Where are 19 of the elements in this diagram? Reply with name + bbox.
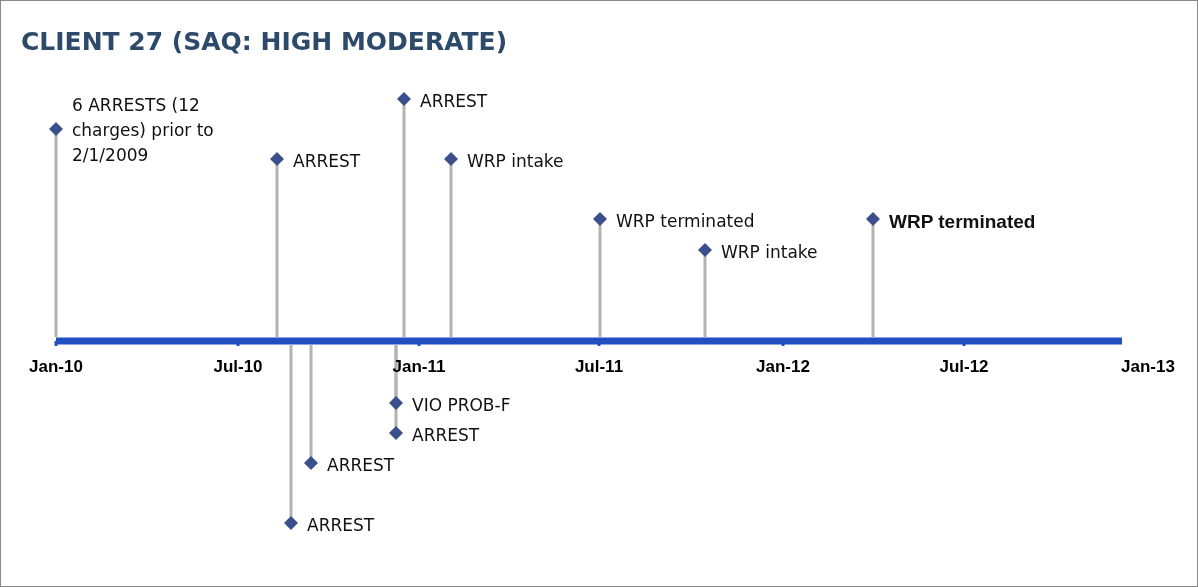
axis-tick-label: Jul-11 xyxy=(574,357,624,377)
axis-tick-label: Jul-12 xyxy=(939,357,989,377)
event-label: WRP terminated xyxy=(616,210,755,233)
axis-tick-label: Jan-10 xyxy=(29,357,83,377)
event-label: WRP intake xyxy=(721,241,818,264)
event-label: ARREST xyxy=(293,150,361,173)
event-label: ARREST xyxy=(327,454,395,477)
chart-title: CLIENT 27 (SAQ: HIGH MODERATE) xyxy=(21,27,508,56)
event-label: ARREST xyxy=(420,90,488,113)
event-label: WRP intake xyxy=(467,150,564,173)
event-label: ARREST xyxy=(307,514,375,537)
event-label: VIO PROB-F xyxy=(412,394,511,417)
event-label: 6 ARRESTS (12 charges) prior to 2/1/2009 xyxy=(72,94,215,167)
axis-tick-label: Jan-11 xyxy=(392,357,446,377)
axis-tick-label: Jan-12 xyxy=(756,357,810,377)
axis-tick-label: Jul-10 xyxy=(213,357,263,377)
event-label: ARREST xyxy=(412,424,480,447)
event-label: WRP terminated xyxy=(889,210,1036,234)
axis-tick-label: Jan-13 xyxy=(1121,357,1175,377)
